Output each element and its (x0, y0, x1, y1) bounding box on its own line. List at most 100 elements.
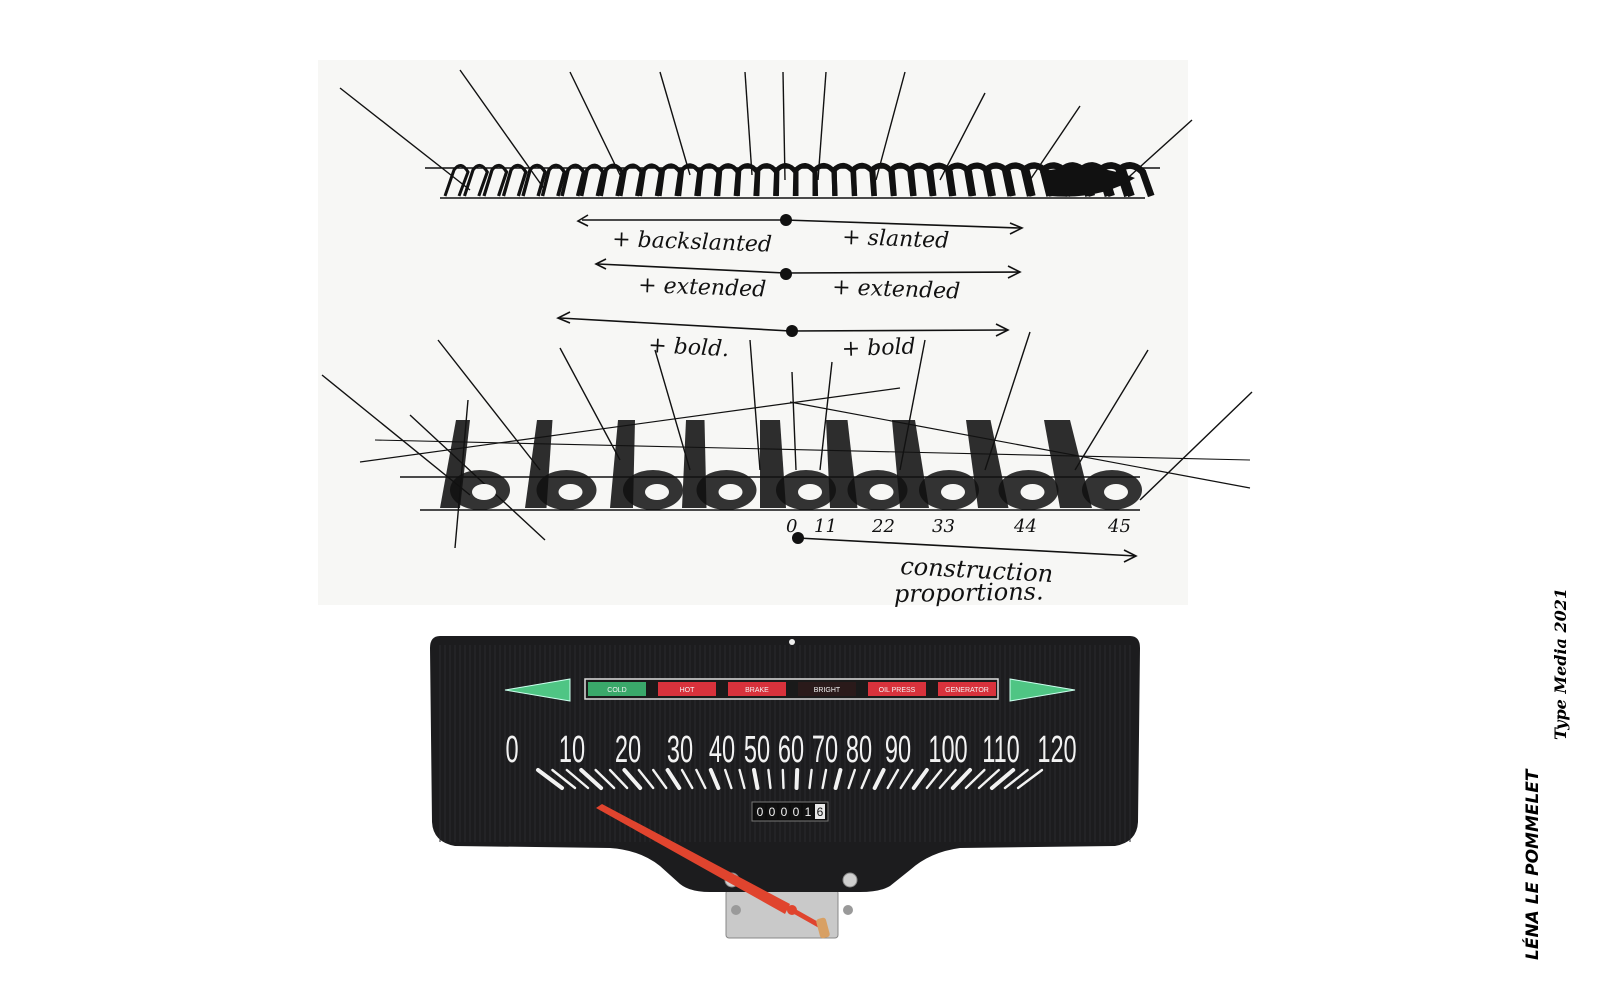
speed-number: 20 (615, 727, 641, 770)
warning-light (938, 682, 996, 696)
b-counter (1104, 484, 1128, 500)
speed-number: 90 (885, 727, 911, 770)
speed-tick (622, 768, 643, 790)
speed-tick (950, 768, 972, 790)
top-letter-stroke (501, 163, 528, 197)
top-guide-line (1119, 119, 1193, 186)
label-proportions: proportions. (894, 577, 1044, 608)
odometer-cell (791, 804, 801, 819)
speed-tick (680, 768, 694, 790)
top-letter-stroke (579, 163, 605, 197)
bottom-guide-line (321, 374, 471, 496)
top-letter-stroke (540, 163, 567, 197)
speed-tick (608, 768, 629, 790)
b-counter (472, 484, 496, 500)
bracket-screw-left (731, 905, 741, 915)
bracket-screw-right (843, 905, 853, 915)
warning-light (728, 682, 786, 696)
speed-number: 100 (928, 727, 967, 770)
credit-block: LÉNA LE POMMELET Type Media 2021 (1521, 588, 1570, 960)
top-letter-stroke (1115, 162, 1155, 198)
top-guide-line (875, 71, 906, 181)
speed-needle (596, 804, 790, 914)
b-counter (718, 484, 743, 500)
speed-tick (899, 768, 914, 790)
top-letter-stroke (482, 163, 509, 197)
speed-number: 80 (846, 727, 872, 770)
speed-tick (847, 768, 856, 790)
b-counter (558, 484, 583, 500)
odometer-digit: 0 (793, 805, 800, 819)
warning-light (658, 682, 716, 696)
speed-tick (752, 768, 760, 790)
speed-tick (833, 768, 843, 790)
speed-tick (911, 768, 929, 790)
speed-number: 60 (778, 727, 804, 770)
speed-tick (738, 768, 746, 790)
needle-pin (816, 917, 830, 939)
speed-tick (536, 768, 564, 790)
speed-tick (886, 768, 900, 790)
top-letter-stroke (463, 163, 489, 197)
speed-tick (794, 768, 800, 790)
warning-light (798, 682, 856, 696)
scale-number: 45 (1107, 516, 1131, 537)
needle-hub (787, 905, 797, 915)
scale-number: 33 (932, 516, 955, 537)
speed-tick (637, 768, 655, 790)
speed-number: 10 (559, 727, 585, 770)
panel-screw-right (842, 872, 858, 888)
warning-light-label: BRAKE (745, 687, 769, 694)
slant-axis (576, 214, 1024, 235)
bottom-letter-scribbles (440, 420, 1142, 510)
warning-light-label: GENERATOR (945, 687, 989, 694)
bottom-guide-line (559, 347, 621, 461)
top-letter-stroke (443, 164, 470, 197)
bottom-guide-horizontal (374, 439, 1251, 461)
odometer-cell (803, 804, 813, 819)
warning-light-label: OIL PRESS (879, 687, 916, 694)
speed-tick (652, 768, 668, 790)
label-bold-right: + bold (841, 334, 916, 362)
bottom-guide-line (1074, 349, 1149, 471)
panel-dot (789, 639, 795, 645)
label-backslanted: + backslanted (612, 227, 773, 258)
b-counter (645, 484, 669, 500)
speed-tick (925, 768, 943, 790)
b-counter (869, 484, 894, 500)
b-stem (966, 420, 1009, 508)
right-turn-arrow (1009, 678, 1076, 702)
speed-tick (579, 768, 604, 790)
speed-tick (781, 768, 785, 790)
width-axis (594, 258, 1022, 280)
speed-tick (708, 768, 721, 790)
odometer-cell (767, 804, 777, 819)
warning-strip (584, 678, 999, 700)
speed-tick (977, 768, 1000, 790)
bottom-ascender-line-right (789, 401, 1251, 489)
warning-light (588, 682, 646, 696)
top-letter-scribbles (443, 162, 1155, 198)
top-letter-stroke (618, 163, 644, 197)
speed-number: 120 (1037, 727, 1076, 770)
left-turn-arrow (504, 678, 571, 702)
warning-light-label: BRIGHT (814, 687, 841, 694)
label-extended-left: + extended (638, 273, 767, 302)
panel-ribbing (439, 645, 1131, 842)
odometer-digit: 0 (757, 805, 764, 819)
scale-number: 22 (871, 516, 895, 537)
top-guide-line (569, 71, 621, 176)
speed-number: 50 (744, 727, 770, 770)
speed-tick (860, 768, 871, 790)
author-name: LÉNA LE POMMELET (1521, 768, 1543, 960)
speed-tick (551, 768, 577, 790)
top-letter-blob (1040, 167, 1135, 197)
label-extended-right: + extended (832, 275, 961, 304)
speed-tick (821, 768, 828, 790)
speed-number: 0 (505, 727, 518, 770)
speed-tick (1016, 768, 1044, 790)
